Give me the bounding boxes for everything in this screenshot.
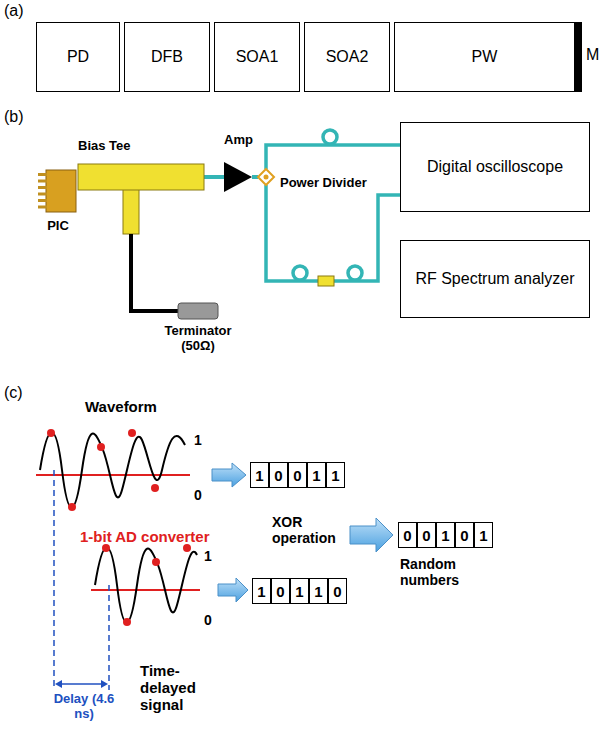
delay-marker bbox=[108, 585, 110, 690]
converter-label: 1-bit AD converter bbox=[80, 528, 209, 545]
block-arrow bbox=[350, 518, 393, 552]
bit-cell: 0 bbox=[398, 522, 417, 548]
chip-package-outline bbox=[38, 168, 78, 214]
cable-loop bbox=[323, 130, 337, 144]
laser-section: DFB bbox=[124, 22, 210, 92]
bit-cell: 0 bbox=[417, 522, 436, 548]
instrument-box: Digital oscilloscope bbox=[400, 122, 590, 212]
bit-cell: 0 bbox=[328, 578, 347, 604]
threshold-line bbox=[36, 474, 190, 476]
chip-package: PIC bbox=[38, 168, 78, 214]
bit-cell: 1 bbox=[326, 462, 345, 488]
operation-label: XOR operation bbox=[272, 514, 342, 546]
node-label: Amp bbox=[224, 132, 252, 147]
block-arrow bbox=[212, 463, 246, 487]
node-label: Digital oscilloscope bbox=[421, 156, 569, 178]
delay-line bbox=[318, 276, 334, 286]
instrument-box: RF Spectrum analyzer bbox=[400, 240, 590, 318]
node-label: Terminator (50Ω) bbox=[158, 323, 238, 353]
amplifier-section: SOA1 bbox=[214, 22, 300, 92]
bit-cell: 1 bbox=[250, 462, 269, 488]
delay-label: Delay (4.6 ns) bbox=[44, 691, 124, 721]
power-divider: Power Divider bbox=[258, 169, 274, 185]
block-arrow bbox=[218, 578, 248, 602]
cable bbox=[204, 175, 224, 179]
bit-cell: 1 bbox=[474, 522, 493, 548]
level-label: 1 bbox=[194, 432, 202, 448]
signal-label: Time-delayed signal bbox=[140, 662, 230, 713]
bit-cell: 0 bbox=[269, 462, 288, 488]
bit-cell: 1 bbox=[290, 578, 309, 604]
mirror-bar bbox=[575, 22, 582, 92]
node-label: PIC bbox=[38, 218, 78, 233]
node-label: Bias Tee bbox=[78, 138, 204, 153]
cable bbox=[266, 185, 400, 281]
power-divider-outline bbox=[258, 169, 274, 185]
bias-tee-stem bbox=[123, 188, 139, 234]
node-label: RF Spectrum analyzer bbox=[409, 268, 580, 290]
node-label: SOA2 bbox=[320, 46, 375, 68]
bit-cell: 1 bbox=[307, 462, 326, 488]
cable bbox=[131, 234, 178, 311]
bit-cell: 0 bbox=[288, 462, 307, 488]
waveform bbox=[40, 433, 185, 508]
waveguide-section: PW bbox=[394, 22, 575, 92]
sample-dots bbox=[47, 429, 159, 511]
bit-cell: 1 bbox=[309, 578, 328, 604]
terminator-outline bbox=[178, 303, 218, 319]
level-label: 0 bbox=[204, 612, 212, 628]
signal-label: Waveform bbox=[85, 398, 157, 415]
node-label: SOA1 bbox=[230, 46, 285, 68]
amplifier-section: SOA2 bbox=[304, 22, 390, 92]
node-label: PD bbox=[61, 46, 95, 68]
bit-cell: 0 bbox=[455, 522, 474, 548]
photodiode-section: PD bbox=[36, 22, 120, 92]
delay-arrowheads bbox=[55, 680, 108, 688]
terminator: Terminator (50Ω) bbox=[178, 303, 218, 319]
bias-tee-outline bbox=[78, 164, 204, 190]
panel-label: (c) bbox=[4, 384, 23, 402]
result-label: Random numbers bbox=[400, 556, 480, 588]
level-label: 1 bbox=[204, 548, 212, 564]
part-label: M bbox=[586, 46, 599, 64]
cable bbox=[266, 145, 400, 169]
cable-loop bbox=[348, 266, 362, 280]
node-label: Power Divider bbox=[280, 175, 290, 190]
delay-arrow bbox=[60, 683, 103, 685]
amplifier-symbol-outline bbox=[224, 162, 252, 192]
panel-label: (b) bbox=[4, 108, 24, 126]
level-label: 0 bbox=[194, 487, 202, 503]
delay-marker bbox=[53, 470, 55, 690]
bit-cell: 0 bbox=[271, 578, 290, 604]
node-label: PW bbox=[466, 46, 504, 68]
cable-loop bbox=[293, 266, 307, 280]
bit-cell: 1 bbox=[436, 522, 455, 548]
node-label: DFB bbox=[145, 46, 189, 68]
panel-label: (a) bbox=[4, 2, 24, 20]
bias-tee: Bias Tee bbox=[78, 164, 204, 190]
bit-cell: 1 bbox=[252, 578, 271, 604]
amplifier-symbol: Amp bbox=[224, 162, 252, 192]
delayed-waveform bbox=[91, 544, 200, 626]
